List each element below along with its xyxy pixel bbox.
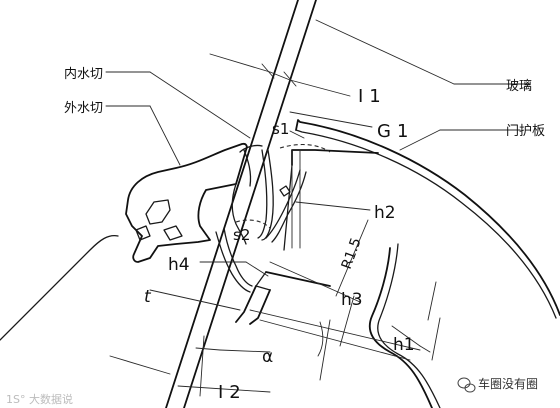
inner-bracket	[235, 271, 331, 325]
wechat-icon	[457, 377, 476, 393]
watermarks: 1S° 大数据说 车圈没有圈	[6, 376, 538, 406]
dimension-lines	[105, 19, 531, 397]
left-cable	[0, 234, 119, 341]
watermark-left: 1S° 大数据说	[6, 392, 73, 406]
label-inner-wiper: 内水切	[64, 66, 103, 82]
contact-zones	[235, 143, 331, 229]
dim-h2: h2	[374, 203, 396, 223]
dim-t: t	[144, 287, 152, 307]
door-trim-panel	[283, 119, 560, 319]
watermark-right: 车圈没有圈	[478, 376, 538, 391]
drawing-labels: 内水切 外水切 玻璃 门护板 I1 G1 s1 s2 h2 h4 h3 h1 t…	[64, 66, 545, 403]
door-sheet-metal	[368, 243, 441, 408]
outer-wiper-seal	[125, 142, 253, 293]
dim-R15: R1.5	[339, 236, 365, 272]
dim-alpha: α	[262, 347, 273, 367]
dim-s2: s2	[233, 226, 250, 244]
label-glass: 玻璃	[506, 79, 532, 94]
dim-h4: h4	[168, 255, 190, 275]
label-door-trim: 门护板	[506, 124, 545, 139]
label-outer-wiper: 外水切	[64, 101, 103, 116]
dim-I1: I1	[358, 86, 387, 107]
dim-I2: I2	[218, 382, 247, 403]
inner-wiper-seal	[239, 144, 307, 243]
dim-h1: h1	[393, 335, 415, 355]
dim-G1: G1	[377, 121, 414, 142]
dim-h3: h3	[341, 290, 363, 310]
dim-s1: s1	[272, 120, 289, 138]
